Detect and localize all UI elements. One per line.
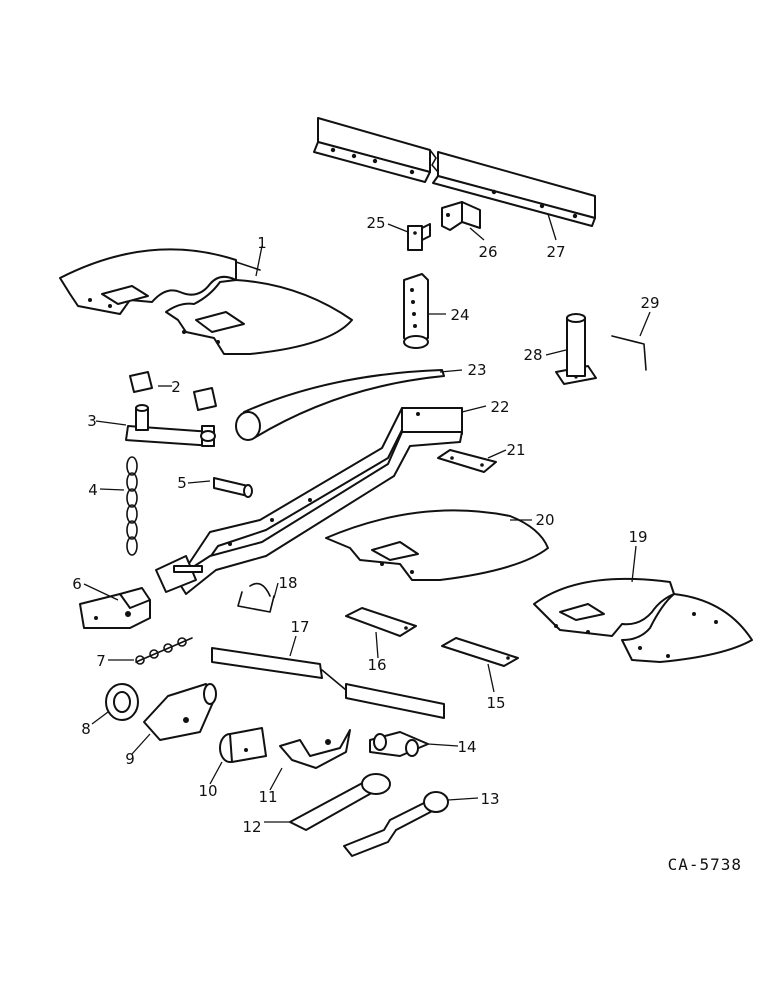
part-17-shaft: [211, 647, 445, 719]
callout-25: 25: [366, 214, 385, 232]
part-23-spring-strap: [235, 369, 445, 441]
part-14-hinge: [369, 731, 429, 757]
part-5-sleeve: [213, 477, 253, 498]
part-16-plate: [345, 607, 417, 637]
part-3-pin-bar: [125, 404, 216, 447]
part-26-bracket: [441, 201, 481, 231]
part-29-l-pin: [611, 335, 647, 371]
callout-27: 27: [546, 243, 565, 261]
callout-22: 22: [490, 398, 509, 416]
callout-5: 5: [177, 474, 187, 492]
callout-18: 18: [278, 574, 297, 592]
part-28-socket-post: [555, 313, 597, 385]
callout-4: 4: [88, 481, 98, 499]
part-19-divider-sheet: [533, 577, 753, 663]
part-21-plate: [437, 449, 497, 473]
callout-2: 2: [171, 378, 181, 396]
part-7-roller-chain: [135, 637, 193, 665]
part-2-clips: [129, 371, 217, 411]
callout-26: 26: [478, 243, 497, 261]
part-13-offset-strap: [343, 791, 449, 857]
part-15-plate: [441, 637, 519, 667]
callout-15: 15: [486, 694, 505, 712]
callout-20: 20: [535, 511, 554, 529]
part-6-bracket: [79, 587, 151, 629]
part-9-bearing-housing: [143, 683, 217, 741]
callout-1: 1: [257, 234, 267, 252]
part-11-bracket: [279, 729, 351, 769]
reference-code: CA-5738: [668, 855, 742, 874]
callout-24: 24: [450, 306, 469, 324]
callout-10: 10: [198, 782, 217, 800]
callout-7: 7: [96, 652, 106, 670]
callout-21: 21: [506, 441, 525, 459]
callout-8: 8: [81, 720, 91, 738]
callout-12: 12: [242, 818, 261, 836]
part-20-divider-sheet: [325, 509, 549, 581]
callout-13: 13: [480, 790, 499, 808]
callout-6: 6: [72, 575, 82, 593]
part-8-bushing: [105, 683, 139, 721]
callout-17: 17: [290, 618, 309, 636]
callout-11: 11: [258, 788, 277, 806]
callout-3: 3: [87, 412, 97, 430]
part-18-clip: [237, 582, 275, 613]
part-25-clip: [407, 223, 431, 251]
callout-9: 9: [125, 750, 135, 768]
part-22-frame-arm: [155, 407, 463, 595]
leader-lines: [83, 213, 651, 823]
callout-16: 16: [367, 656, 386, 674]
part-10-bracket: [219, 727, 267, 763]
callout-28: 28: [523, 346, 542, 364]
callout-29: 29: [640, 294, 659, 312]
part-27-angle-rail: [313, 117, 596, 227]
callout-19: 19: [628, 528, 647, 546]
callout-23: 23: [467, 361, 486, 379]
part-24-post: [403, 273, 429, 349]
callout-14: 14: [457, 738, 476, 756]
part-4-chain: [126, 456, 138, 556]
part-1-divider-sheet: [59, 248, 353, 355]
part-12-strap: [289, 773, 391, 831]
callout-labels: 1 2 3 4 5 6 7 8 9 10 11 12 13 14 15 16 1…: [72, 214, 659, 836]
